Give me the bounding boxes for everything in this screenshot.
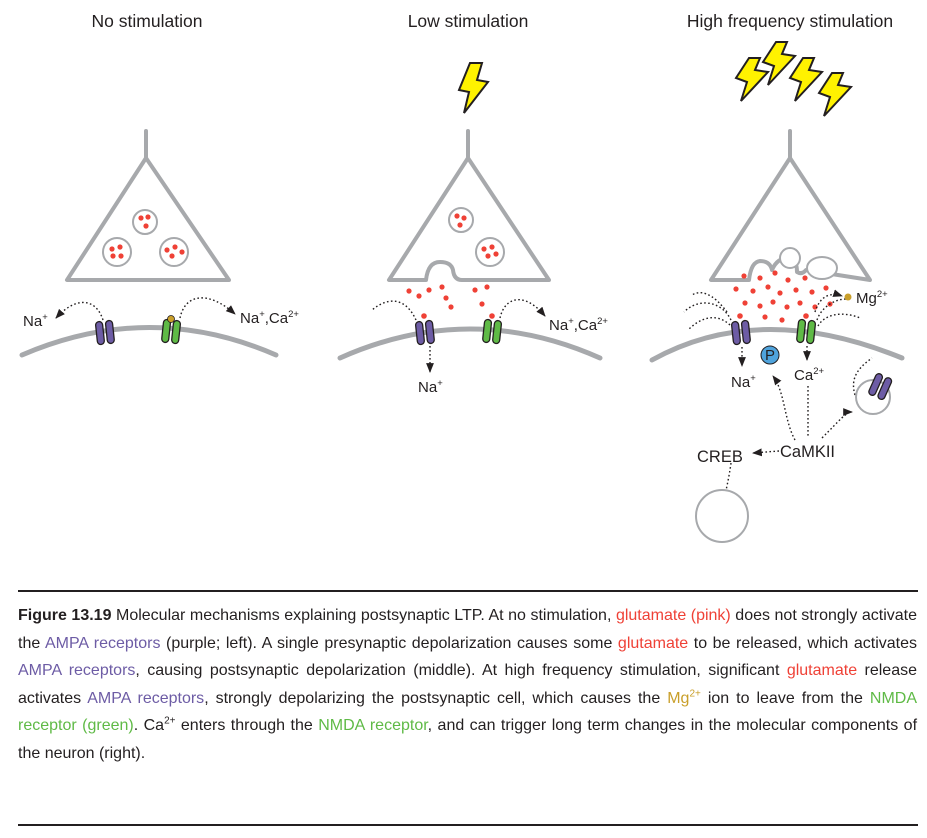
synaptic-vesicle [102,237,132,267]
panel-no-stimulation: No stimulation Na+ Na+,Ca2+ [19,11,299,358]
calcium-label: Ca2+ [794,366,824,384]
figure-caption: Figure 13.19 Molecular mechanisms explai… [18,607,918,762]
lightning-bolt-icon [817,72,854,117]
released-glutamate [406,284,490,310]
magnesium-ion [844,293,852,301]
phosphate-label: P [765,347,775,364]
magnesium-ion-block [167,315,175,323]
fusing-vesicle [779,247,801,269]
magnesium-label: Mg2+ [856,289,888,307]
term-glutamate: glutamate [786,662,858,679]
ltp-diagram: No stimulation Na+ Na+,Ca2+ Low stimulat… [19,11,905,543]
lightning-bolt-icon [761,41,798,86]
sodium-label: Na+ [23,312,48,330]
lightning-bolt-icon [734,57,771,102]
creb-label: CREB [697,448,743,466]
fusing-vesicle [806,256,838,280]
synaptic-vesicle [475,237,505,267]
synaptic-vesicle [132,209,158,235]
term-ampa-receptors: AMPA receptors [44,634,161,652]
panel-title-no-stimulation: No stimulation [92,11,203,31]
figure-number: Figure 13.19 [18,607,112,624]
nucleus [695,489,749,543]
panel-title-low-stimulation: Low stimulation [408,11,529,31]
panel-low-stimulation: Low stimulation Na+ Na+,Ca2+ [337,11,608,396]
presynaptic-neuron [65,129,231,282]
postsynaptic-membrane [337,326,603,361]
term-magnesium: Mg2+ [667,688,701,707]
phosphate-icon [760,345,780,365]
lightning-bolt-icon [457,62,490,114]
term-green: (green) [76,717,134,734]
caption-top-rule [18,590,918,592]
camkii-label: CaMKII [780,443,835,461]
synaptic-vesicle [448,207,474,233]
postsynaptic-membrane [19,325,279,358]
postsynaptic-membrane [649,327,905,363]
term-ampa-receptors: AMPA receptors [87,689,205,707]
panel-title-high-frequency-stimulation: High frequency stimulation [687,11,893,31]
presynaptic-neuron [387,129,551,282]
term-glutamate: glutamate (pink) [615,607,731,624]
presynaptic-neuron [709,129,872,282]
sodium-calcium-label: Na+,Ca2+ [240,309,299,327]
sodium-label: Na+ [418,378,443,396]
panel-high-frequency-stimulation: High frequency stimulation Mg2+ [649,11,905,543]
lightning-bolt-icon [788,57,825,102]
caption-bottom-rule [18,824,918,826]
sodium-calcium-label: Na+,Ca2+ [549,316,608,334]
term-ampa-receptors: AMPA receptors [18,662,136,679]
sodium-label: Na+ [731,373,756,391]
term-glutamate: glutamate [617,634,689,652]
term-nmda-receptor: NMDA receptor [18,689,917,735]
released-glutamate [733,270,833,323]
synaptic-vesicle [159,237,189,267]
term-nmda-receptor: NMDA receptor [318,717,428,734]
